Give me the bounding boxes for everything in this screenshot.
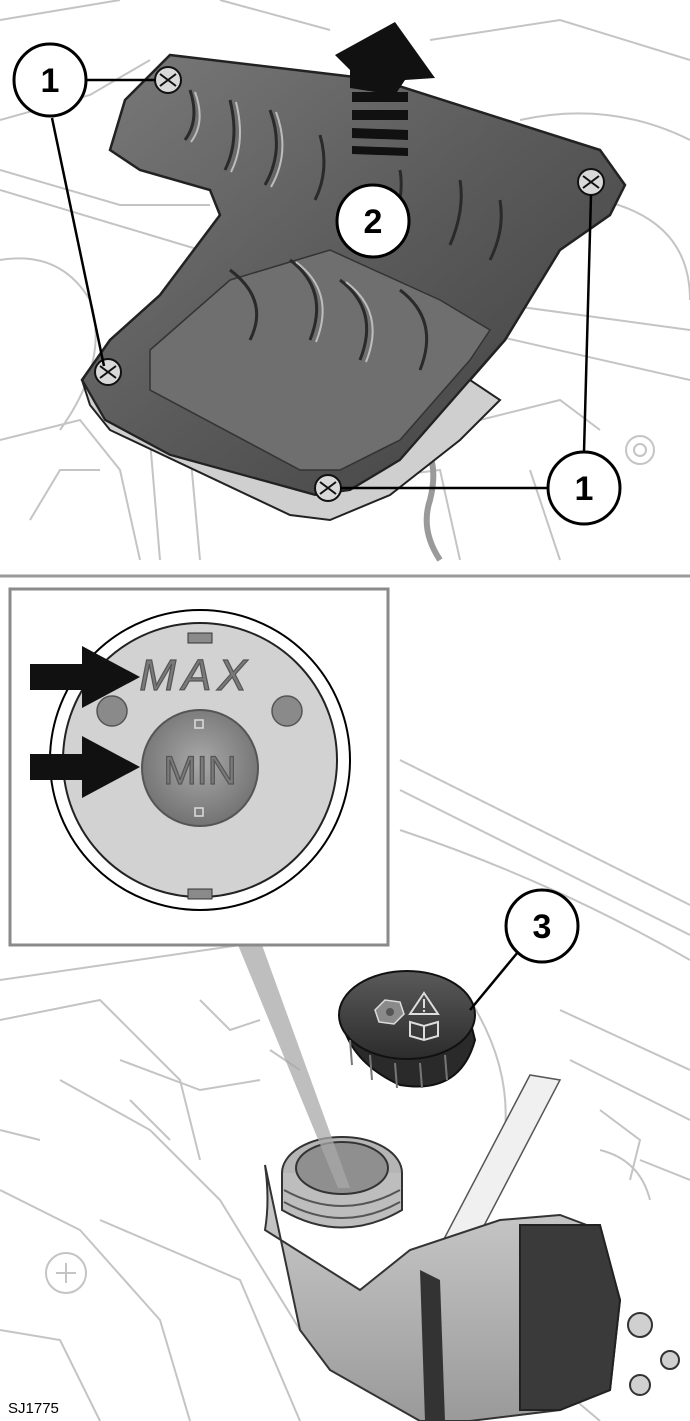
callout-cover-lift-number: 2 <box>364 203 383 241</box>
top-panel: 1 1 2 <box>0 0 690 562</box>
callout-cover-lift: 2 <box>335 183 411 259</box>
callout-screw-top-number: 1 <box>41 62 60 100</box>
min-level-mark: MIN <box>163 749 236 793</box>
inset-pointer <box>238 945 350 1188</box>
max-pointer-arrow-icon <box>30 646 140 708</box>
reservoir-cap <box>338 970 477 1089</box>
cover-screw-top-left <box>154 66 182 94</box>
bottom-panel: MAX MIN 3 SJ1775 <box>0 587 690 1421</box>
callout-cap: 3 <box>504 888 580 964</box>
figure-reference-code: SJ1775 <box>8 1400 59 1417</box>
fluid-reservoir <box>263 1136 680 1421</box>
cover-screw-top-right <box>577 168 605 196</box>
engine-cover <box>80 53 627 522</box>
cover-screw-bottom-left <box>94 358 122 386</box>
reservoir-bay-lineart <box>0 759 690 1421</box>
min-pointer-arrow-icon <box>30 736 140 798</box>
max-level-mark: MAX <box>139 651 252 700</box>
callout-screw-top: 1 <box>12 42 88 118</box>
warning-triangle-icon <box>408 991 440 1015</box>
callout-screw-bottom: 1 <box>546 450 622 526</box>
cover-screw-bottom-right <box>314 474 342 502</box>
callout-cap-leader <box>469 951 519 1011</box>
manual-book-icon <box>409 1020 439 1042</box>
callout-1-leaders <box>50 78 593 490</box>
callout-cap-number: 3 <box>533 908 552 946</box>
callout-screw-bottom-number: 1 <box>575 470 594 508</box>
lift-arrow-icon <box>335 22 435 156</box>
